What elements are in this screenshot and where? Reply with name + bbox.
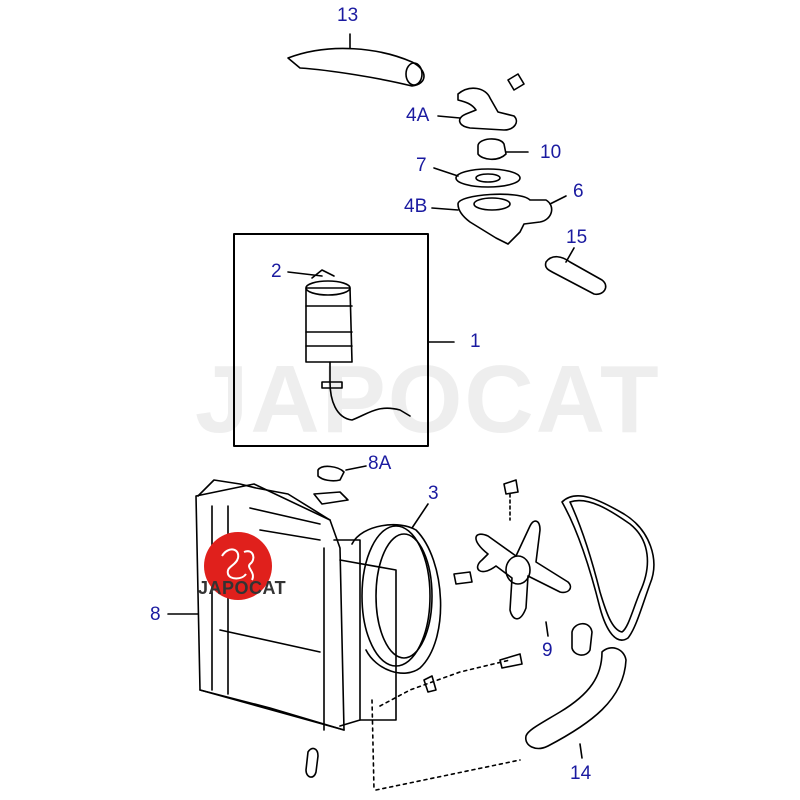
- callout-14: 14: [570, 763, 592, 784]
- callout-15: 15: [566, 227, 588, 248]
- callout-7: 7: [416, 155, 427, 176]
- callout-3: 3: [428, 483, 439, 504]
- callout-4B: 4B: [404, 196, 428, 217]
- radiator-part-8: [167, 479, 397, 731]
- callout-2: 2: [271, 261, 282, 282]
- clip-part-8A: [313, 465, 367, 505]
- drain-plug-assembly: [305, 653, 523, 791]
- thermostat-part-10: [477, 138, 529, 161]
- gasket-part-7: [433, 167, 521, 188]
- callout-8: 8: [150, 604, 161, 625]
- reservoir-box-part-1: [233, 233, 429, 447]
- fan-part-9: [453, 479, 572, 637]
- callout-4A: 4A: [406, 105, 430, 126]
- thermostat-housing-part-4B: [431, 193, 567, 245]
- callout-6: 6: [573, 181, 584, 202]
- callout-8A: 8A: [368, 453, 392, 474]
- callout-1: 1: [470, 331, 481, 352]
- callout-10: 10: [540, 142, 562, 163]
- logo-text: JAPOCAT: [198, 578, 287, 598]
- water-outlet-part-4A: [437, 73, 525, 131]
- reservoir-tank: [305, 269, 411, 421]
- cap-fitting: [571, 622, 593, 656]
- upper-hose-part-13: [287, 33, 425, 87]
- fan-belt: [561, 494, 655, 641]
- lower-hose-part-14: [525, 647, 627, 759]
- callout-9: 9: [542, 640, 553, 661]
- bypass-hose-part-15: [544, 247, 607, 296]
- japocat-logo-icon: [204, 532, 272, 600]
- fan-pulley-part-3: [351, 503, 442, 674]
- callout-13: 13: [337, 5, 359, 26]
- watermark-text: JAPOCAT: [195, 346, 661, 453]
